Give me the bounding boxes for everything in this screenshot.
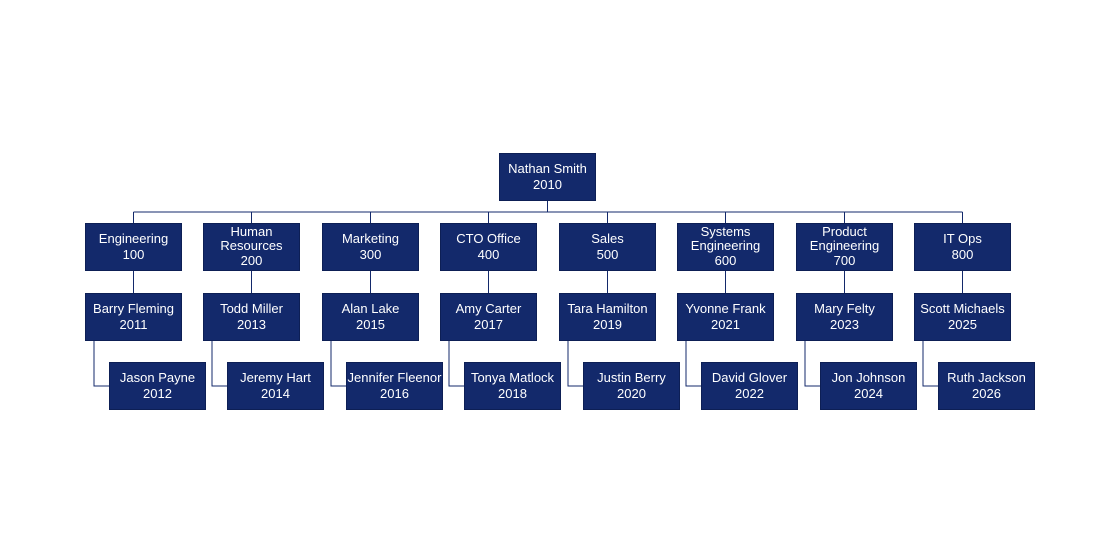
node-code: 2022 — [735, 386, 764, 401]
node-name: CTO Office — [456, 231, 521, 246]
node-code: 2013 — [237, 317, 266, 332]
connector-manager-to-report — [804, 341, 820, 387]
node-name: Ruth Jackson — [947, 370, 1026, 385]
node-name: Engineering — [98, 231, 169, 246]
node-name: Yvonne Frank — [685, 301, 766, 316]
node-code: 400 — [477, 247, 500, 262]
node-code: 2012 — [143, 386, 172, 401]
node-name: Todd Miller — [220, 301, 283, 316]
connector-manager-to-report — [211, 341, 227, 387]
connector-manager-to-report — [567, 341, 583, 387]
node-code: 2026 — [972, 386, 1001, 401]
node-code: 2020 — [617, 386, 646, 401]
connector-manager-to-report — [448, 341, 464, 387]
node-name: Marketing — [341, 231, 400, 246]
root-node: Nathan Smith 2010 — [499, 153, 596, 201]
node-name: Justin Berry — [597, 370, 666, 385]
node-name: IT Ops — [943, 231, 982, 246]
node-name: Amy Carter — [455, 301, 522, 316]
node-code: 2019 — [593, 317, 622, 332]
node-code: 2024 — [854, 386, 883, 401]
node-name: Sales — [591, 231, 624, 246]
node-code: 300 — [359, 247, 382, 262]
node-name: Nathan Smith — [508, 161, 587, 176]
connector-manager-to-report — [330, 341, 346, 387]
node-name: Tara Hamilton — [567, 301, 648, 316]
node-name: Jon Johnson — [831, 370, 906, 385]
node-code: 2023 — [830, 317, 859, 332]
node-code: 600 — [714, 253, 737, 268]
node-code: 2017 — [474, 317, 503, 332]
node-code: 2014 — [261, 386, 290, 401]
node-code: 2025 — [948, 317, 977, 332]
node-code: 100 — [122, 247, 145, 262]
node-name: Jeremy Hart — [240, 370, 311, 385]
connector-manager-to-report — [93, 341, 109, 387]
node-name: Jason Payne — [119, 370, 196, 385]
connector-manager-to-report — [922, 341, 938, 387]
node-code: 2016 — [380, 386, 409, 401]
node-code: 2021 — [711, 317, 740, 332]
node-name: Tonya Matlock — [470, 370, 555, 385]
connector-manager-to-report — [685, 341, 701, 387]
node-code: 500 — [596, 247, 619, 262]
node-name: David Glover — [711, 370, 788, 385]
node-code: 200 — [240, 253, 263, 268]
node-code: 2011 — [119, 317, 148, 332]
node-name: Alan Lake — [341, 301, 400, 316]
node-code: 2010 — [533, 177, 562, 192]
node-code: 2015 — [356, 317, 385, 332]
node-name: Jennifer Fleenor — [347, 370, 442, 385]
node-name: Barry Fleming — [93, 301, 174, 316]
node-code: 2018 — [498, 386, 527, 401]
node-code: 800 — [951, 247, 974, 262]
node-code: 700 — [833, 253, 856, 268]
node-name: Mary Felty — [814, 301, 875, 316]
node-name: Scott Michaels — [920, 301, 1005, 316]
